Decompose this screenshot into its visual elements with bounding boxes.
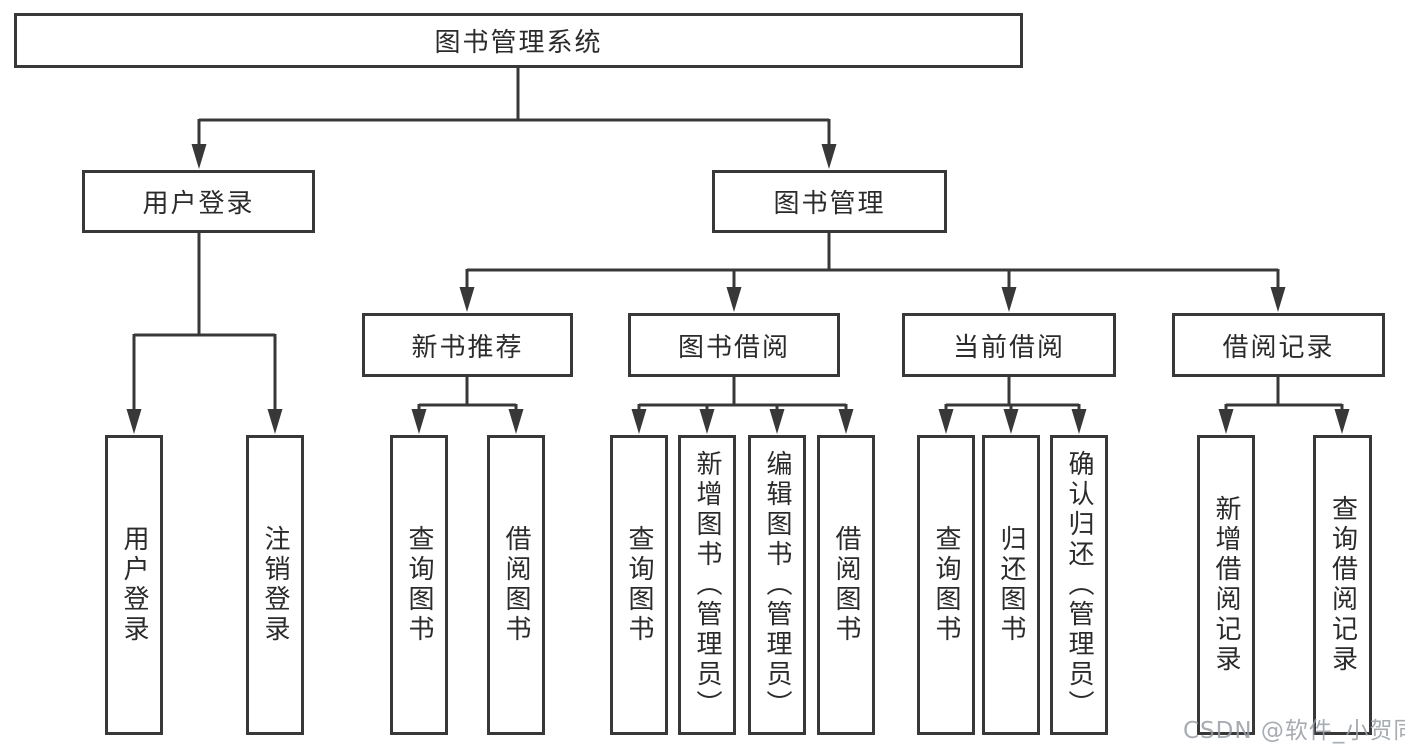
node-label: 查询借阅记录 [1327,495,1358,675]
node-label: 新书推荐 [411,332,524,363]
leaf-query-books-2: 查询图书 [610,435,668,735]
node-label: 查询图书 [931,525,961,645]
node-book-borrowing: 图书借阅 [628,313,840,377]
node-label: 当前借阅 [952,332,1065,363]
leaf-add-book-admin: 新增图书（管理员） [678,435,736,735]
node-label: 确认归还（管理员） [1064,450,1094,720]
node-current-borrowing: 当前借阅 [902,313,1116,377]
leaf-edit-book-admin: 编辑图书（管理员） [748,435,806,735]
node-label: 查询图书 [404,525,434,645]
node-label: 新增借阅记录 [1211,495,1241,675]
node-label: 借阅图书 [501,525,531,645]
leaf-borrow-books-2: 借阅图书 [817,435,875,735]
leaf-logout: 注销登录 [246,435,304,735]
node-label: 新增图书（管理员） [692,450,722,720]
node-label: 编辑图书（管理员） [762,450,792,720]
leaf-query-books-3: 查询图书 [917,435,975,735]
leaf-borrow-books-1: 借阅图书 [487,435,545,735]
leaf-add-borrow-record: 新增借阅记录 [1197,435,1255,735]
node-label: 借阅记录 [1222,332,1335,363]
node-new-book-recommend: 新书推荐 [362,313,573,377]
leaf-confirm-return-admin: 确认归还（管理员） [1050,435,1108,735]
node-label: 图书管理 [773,189,886,219]
leaf-return-book: 归还图书 [982,435,1040,735]
node-label: 归还图书 [996,525,1026,645]
node-label: 借阅图书 [831,525,861,645]
node-user-login: 用户登录 [82,170,315,233]
leaf-user-login: 用户登录 [105,435,163,735]
node-book-management: 图书管理 [712,170,947,233]
leaf-query-borrow-record: 查询借阅记录 [1313,435,1372,735]
node-label: 用户登录 [119,525,149,645]
node-borrowing-records: 借阅记录 [1172,313,1385,377]
node-label: 注销登录 [260,525,290,645]
node-label: 用户登录 [142,189,255,219]
node-root-library-system: 图书管理系统 [14,13,1023,68]
leaf-query-books-1: 查询图书 [390,435,448,735]
csdn-watermark: CSDN @软件_小贺同学 [1183,718,1405,744]
node-label: 查询图书 [624,525,654,645]
node-label: 图书借阅 [677,332,790,363]
node-label: 图书管理系统 [434,28,603,58]
